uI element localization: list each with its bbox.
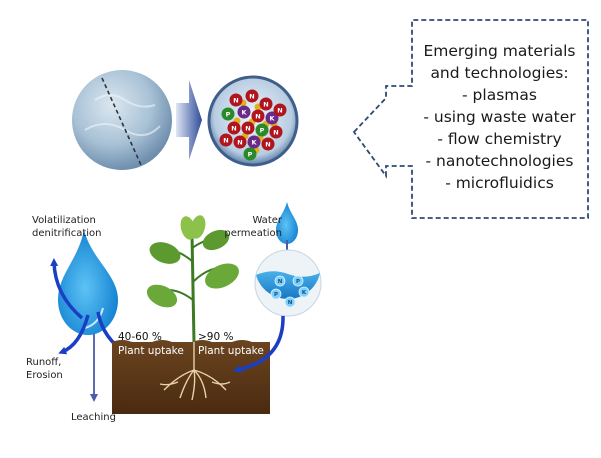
water-permeation-label: Water permeation [222, 214, 282, 240]
nutrient-letter: N [223, 137, 228, 145]
callout-item: - plasmas [462, 86, 537, 104]
nutrient-ball-n [259, 97, 273, 111]
left-uptake-label: Plant uptake [118, 345, 184, 357]
runoff-text: Runoff, [26, 357, 62, 368]
callout-item: - microfluidics [445, 174, 554, 192]
water-permeation-line1: Water [252, 215, 282, 226]
soil-block [112, 342, 270, 414]
water-permeation-line2: permeation [224, 228, 282, 239]
nutrient-letter: N [277, 107, 282, 115]
nutrient-letter: N [233, 97, 238, 105]
nutrient-ball-p [221, 107, 235, 121]
nutrient-ball-n [229, 93, 243, 107]
nutrient-ball-n [273, 103, 287, 117]
nutrient-letter: N [273, 129, 278, 137]
process-arrow-icon [176, 80, 202, 160]
callout-item: - using waste water [423, 108, 576, 126]
left-uptake-percent: 40-60 % [118, 331, 162, 343]
callout-title-line2: and technologies: [430, 64, 569, 82]
nutrient-letter: P [260, 127, 265, 135]
nutrient-ball-p [255, 123, 269, 137]
emerging-technologies-callout: Emerging materials and technologies: - p… [412, 40, 587, 194]
nutrient-letter: K [269, 115, 275, 123]
capsule-nutrient-bubble [274, 275, 286, 287]
runoff-label: Runoff, Erosion [26, 356, 63, 382]
runoff-arrow [58, 314, 90, 355]
nutrient-ball-n [269, 125, 283, 139]
capsule-nutrient-letter: K [302, 290, 307, 296]
nutrient-letter: N [265, 141, 270, 149]
denitrification-text: denitrification [32, 228, 102, 239]
capsule-nutrient-bubble [270, 288, 282, 300]
capsule-nutrient-letter: N [278, 279, 283, 285]
cut-line [101, 77, 142, 166]
nutrient-ball-k [265, 111, 279, 125]
nutrient-letter: N [263, 101, 268, 109]
volatilization-arrow [50, 258, 84, 320]
capsule-nutrient-bubble [298, 286, 310, 298]
nutrient-letter: P [248, 151, 253, 159]
callout-item: - flow chemistry [437, 130, 562, 148]
nutrient-ball-n [261, 137, 275, 151]
capsule-nutrient-letter: P [296, 279, 300, 285]
water-drop-small-icon [276, 202, 298, 244]
nutrient-ball-p [243, 147, 257, 161]
nutrient-letter: N [245, 125, 250, 133]
capsule-nutrient-bubble [292, 275, 304, 287]
nutrient-letter: N [255, 113, 260, 121]
capsule-nutrient-letter: P [274, 292, 278, 298]
capsule-nutrient-letter: N [288, 300, 293, 306]
nutrient-ball-n [245, 89, 259, 103]
right-uptake-percent: >90 % [198, 331, 234, 343]
callout-title-line1: Emerging materials [423, 42, 576, 60]
callout-dashed-outline [352, 19, 589, 219]
plant [146, 215, 239, 343]
water-sphere [72, 70, 172, 170]
nutrient-letter: K [251, 139, 257, 147]
volatilization-label: Volatilization denitrification [32, 214, 102, 240]
nutrient-letter: P [226, 111, 231, 119]
nutrient-ball-n [241, 121, 255, 135]
capsule-nutrient-bubble [284, 296, 296, 308]
volatilization-text: Volatilization [32, 215, 96, 226]
nutrient-letter: N [231, 125, 236, 133]
plant-roots [159, 342, 231, 401]
erosion-text: Erosion [26, 370, 63, 381]
right-uptake-arrow [233, 315, 285, 374]
nutrient-ball-k [247, 135, 261, 149]
nutrient-letter: N [237, 139, 242, 147]
nutrient-ball-k [237, 105, 251, 119]
nutrient-letter: N [249, 93, 254, 101]
nutrient-ball-n [227, 121, 241, 135]
nutrient-ball-n [233, 135, 247, 149]
callout-item: - nanotechnologies [425, 152, 574, 170]
nutrient-ball-n [251, 109, 265, 123]
nutrient-letter: K [241, 109, 247, 117]
leaching-label: Leaching [71, 412, 116, 423]
nutrient-ball-n [219, 133, 233, 147]
right-uptake-label: Plant uptake [198, 345, 264, 357]
